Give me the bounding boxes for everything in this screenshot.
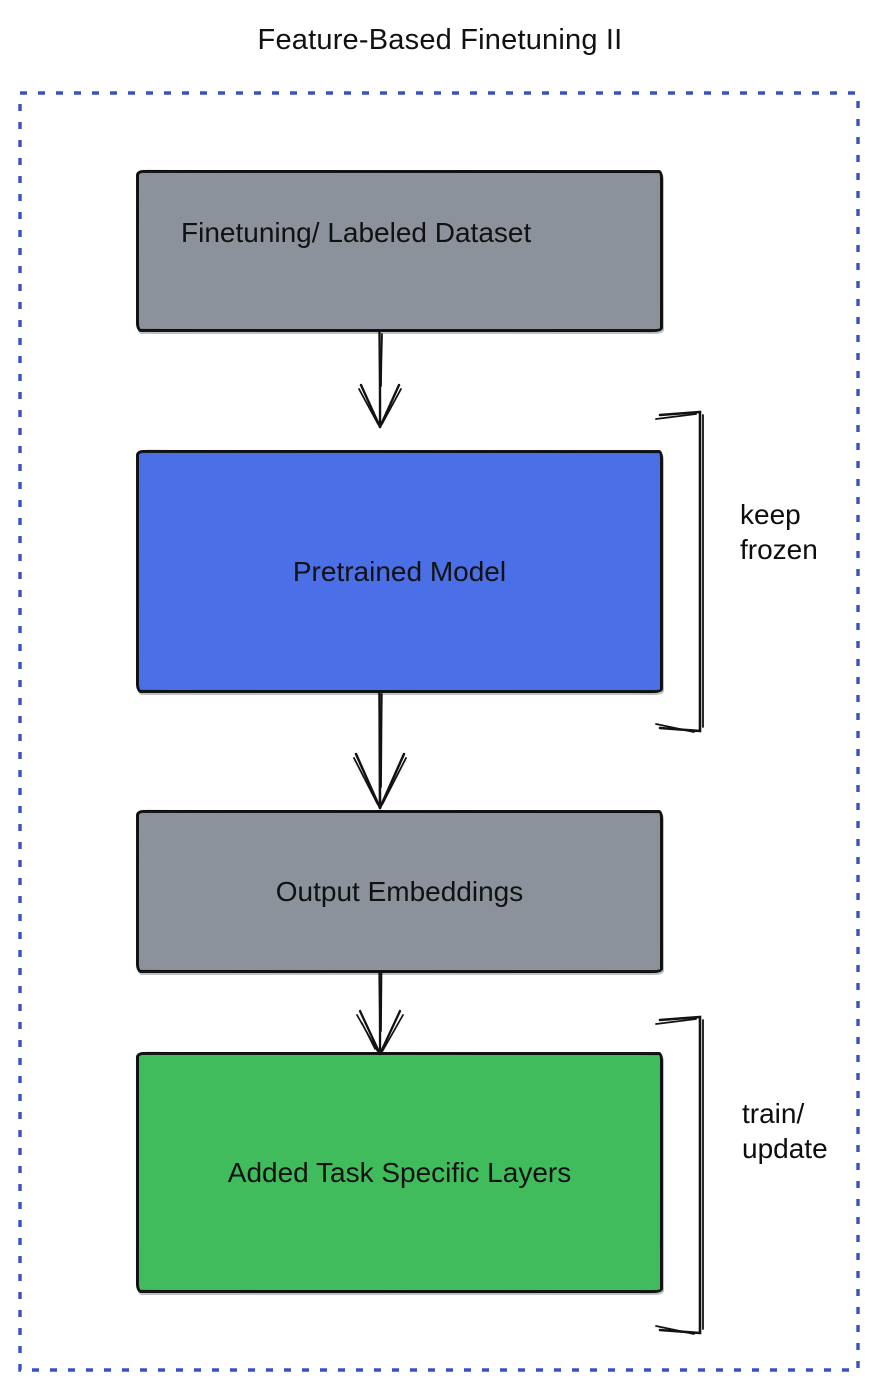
flow-box-output-embeddings: Output Embeddings xyxy=(136,810,663,973)
diagram-title: Feature-Based Finetuning II xyxy=(257,24,623,56)
flow-box-pretrained-model: Pretrained Model xyxy=(136,450,663,693)
flow-box-label: Output Embeddings xyxy=(275,875,524,907)
flow-box-label: Pretrained Model xyxy=(292,555,507,587)
down-arrow-icon xyxy=(350,692,410,812)
down-arrow-icon xyxy=(350,331,410,431)
flow-box-added-task-layers: Added Task Specific Layers xyxy=(136,1052,663,1293)
flow-box-finetuning-dataset: Finetuning/ Labeled Dataset xyxy=(136,170,663,332)
flow-box-label: Finetuning/ Labeled Dataset xyxy=(181,217,532,248)
down-arrow-icon xyxy=(350,971,410,1057)
train-update-label: train/ update xyxy=(742,1098,828,1164)
flow-box-label: Added Task Specific Layers xyxy=(227,1156,572,1188)
keep-frozen-label: keep frozen xyxy=(740,499,818,565)
